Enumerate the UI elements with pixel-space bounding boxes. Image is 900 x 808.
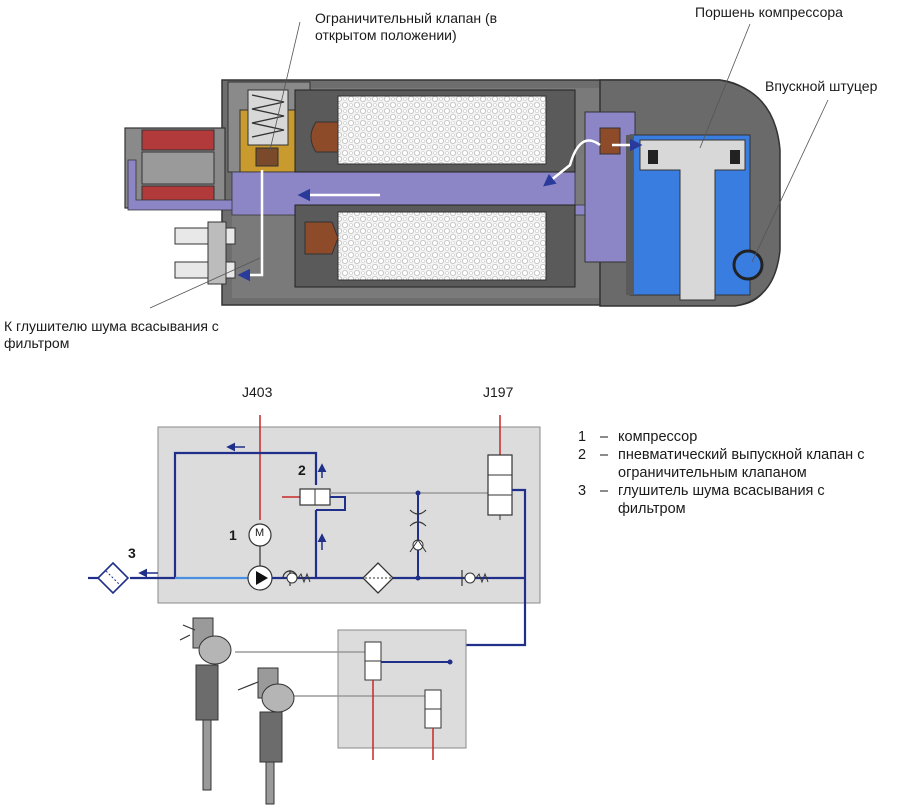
- cylinder-wall-left: [626, 135, 634, 295]
- leader-inlet: [751, 99, 829, 263]
- piston-ring-left: [648, 150, 658, 164]
- check-spring-1: [297, 572, 311, 584]
- junction-2: [415, 490, 421, 496]
- filter-upper: [337, 95, 547, 165]
- valve-j197-body: [487, 454, 513, 516]
- muffler-filter-dashed: [105, 570, 121, 586]
- line-right-down: [512, 488, 527, 578]
- compressor-unit-box: [157, 426, 541, 604]
- flow-arrow-down: [237, 170, 264, 282]
- junction-3: [447, 659, 453, 665]
- pump-triangle: [256, 571, 268, 585]
- number-1: 1: [229, 527, 237, 543]
- check-valve-right-ball: [464, 572, 476, 584]
- compressor-cutaway: [124, 21, 829, 309]
- code-j403: J403: [242, 384, 273, 400]
- legend-item-3: 3 – глушитель шума всасывания с фильтром: [578, 483, 825, 517]
- check-valve-pump-ball: [286, 572, 298, 584]
- valve-block-box: [337, 629, 467, 749]
- throttle-check-seat: [409, 539, 427, 553]
- pipe-connector: [207, 221, 227, 285]
- air-strut-rear: [237, 667, 295, 805]
- piston-ring-right: [730, 150, 740, 164]
- leader-muffler: [149, 257, 261, 309]
- label-inlet: Впускной штуцер: [765, 78, 878, 94]
- valve-plunger: [255, 147, 279, 167]
- code-j197: J197: [483, 384, 514, 400]
- label-limit-valve: Ограничительный клапан (в открытом полож…: [315, 10, 498, 43]
- check-valve-upper: [310, 121, 339, 153]
- label-muffler: К глушителю шума всасывания с фильтром: [4, 318, 219, 351]
- air-strut-front: [179, 617, 232, 791]
- leader-piston: [699, 23, 751, 149]
- pneumatic-schematic: [88, 415, 541, 805]
- coil-top: [141, 129, 215, 151]
- legend-item-1: 1 – компрессор: [578, 429, 698, 445]
- valve-2-loop: [316, 496, 346, 511]
- throttle-symbol: [409, 509, 427, 527]
- check-valve-lower: [304, 221, 339, 255]
- air-line-top-loop: [173, 451, 318, 578]
- legend-item-2: 2 – пневматический выпускной клапан с ог…: [578, 447, 865, 481]
- label-piston: Поршень компрессора: [695, 4, 843, 20]
- valve-spring: [251, 94, 285, 138]
- motor-letter: M: [255, 527, 265, 539]
- outlet-valve: [599, 127, 621, 155]
- coil-core: [141, 151, 215, 185]
- leader-valve: [269, 21, 301, 151]
- check-spring-2: [475, 572, 489, 584]
- flow-arrow-top: [543, 139, 601, 187]
- number-3: 3: [128, 545, 136, 561]
- number-2: 2: [298, 462, 306, 478]
- junction-1: [415, 575, 421, 581]
- legend: 1 – компрессор 2 – пневматический выпуск…: [578, 428, 878, 518]
- filter-lower: [337, 211, 547, 281]
- inlet-fitting: [732, 249, 764, 281]
- piston: [639, 139, 746, 301]
